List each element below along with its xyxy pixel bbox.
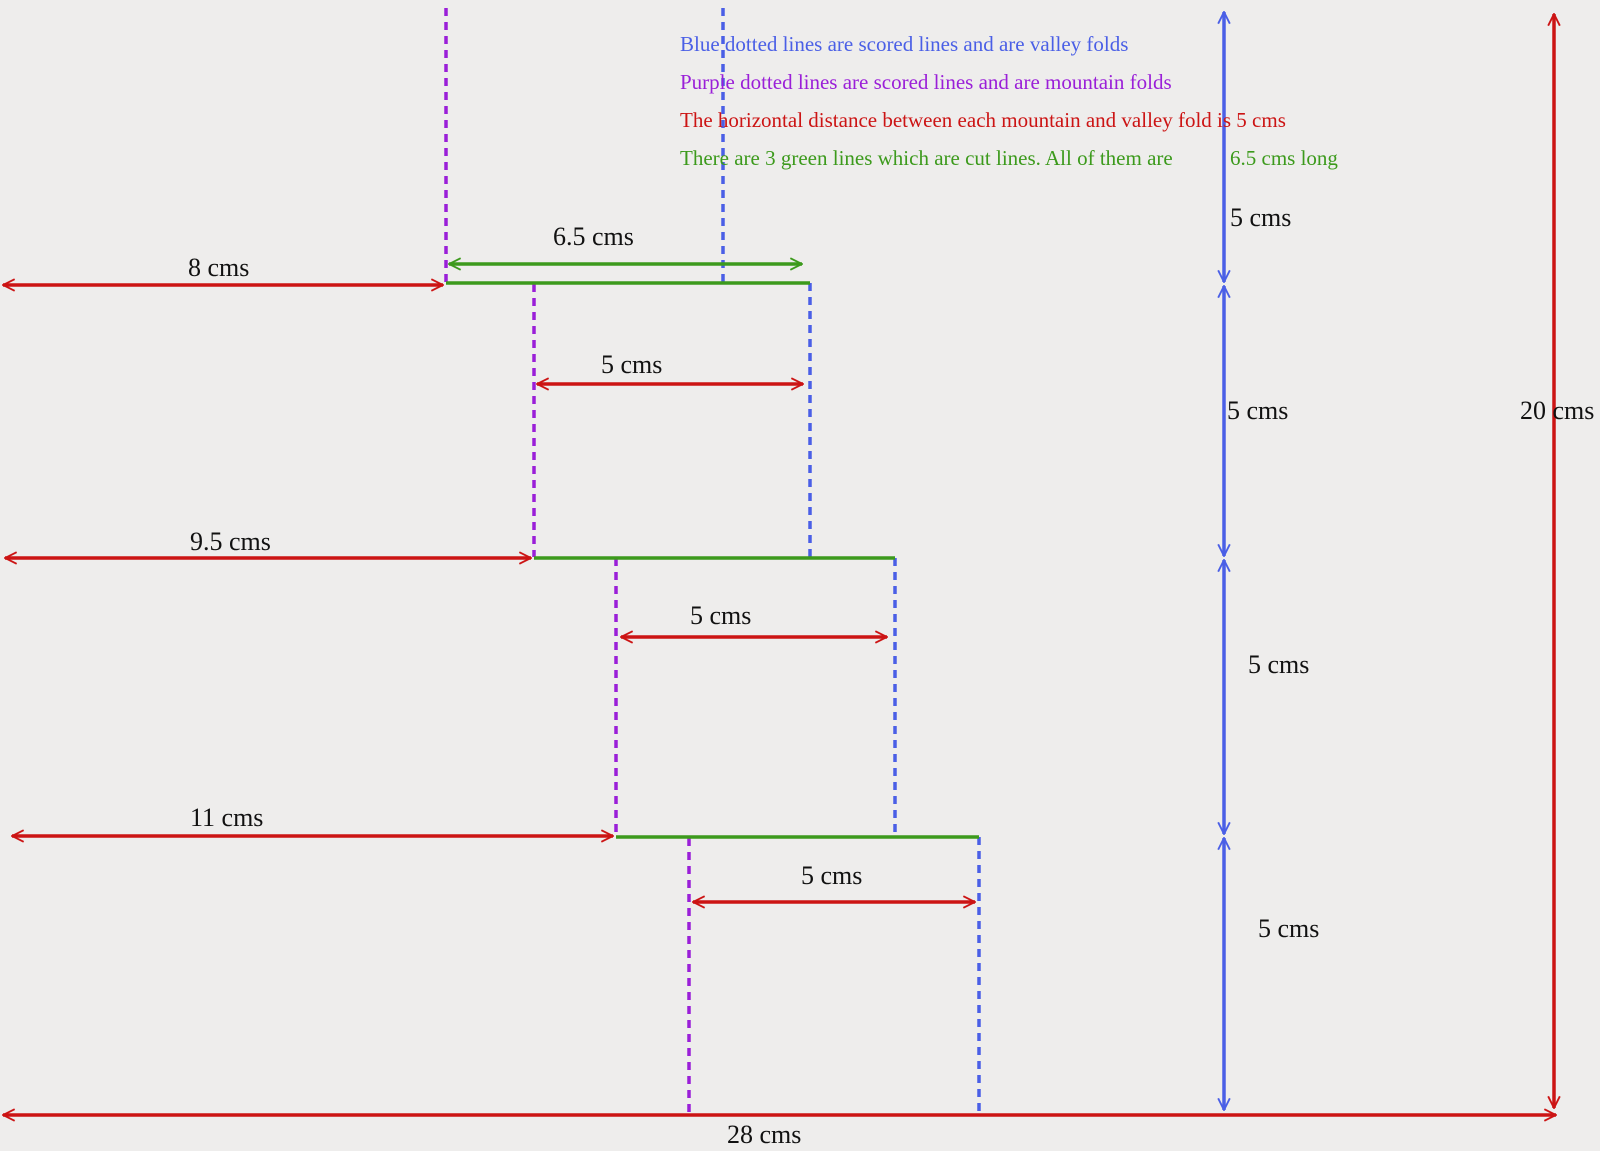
cut-length-label: 6.5 cms	[553, 222, 634, 251]
offset-arrows	[3, 285, 613, 836]
offset-label-3: 11 cms	[190, 803, 263, 832]
legend-blue-note: Blue dotted lines are scored lines and a…	[680, 32, 1128, 56]
legend-purple-note: Purple dotted lines are scored lines and…	[680, 70, 1172, 94]
legend-green-note-part2: 6.5 cms long	[1230, 146, 1338, 170]
legend-red-note: The horizontal distance between each mou…	[680, 108, 1286, 132]
total-height-label: 20 cms	[1520, 396, 1594, 425]
vertical-label-1: 5 cms	[1230, 203, 1291, 232]
mountain-fold-lines	[444, 8, 691, 1112]
fold-gap-label-3: 5 cms	[801, 861, 862, 890]
vertical-label-3: 5 cms	[1248, 650, 1309, 679]
cut-lines	[446, 281, 979, 839]
legend-green-note-part1: There are 3 green lines which are cut li…	[680, 146, 1173, 170]
total-dimension-arrows	[3, 14, 1556, 1115]
fold-gap-label-1: 5 cms	[601, 350, 662, 379]
vertical-label-2: 5 cms	[1227, 396, 1288, 425]
fold-gap-arrows	[537, 384, 975, 902]
total-width-label: 28 cms	[727, 1120, 801, 1149]
offset-label-1: 8 cms	[188, 253, 249, 282]
vertical-label-4: 5 cms	[1258, 914, 1319, 943]
fold-gap-label-2: 5 cms	[690, 601, 751, 630]
valley-fold-lines	[721, 8, 981, 1112]
offset-label-2: 9.5 cms	[190, 527, 271, 556]
